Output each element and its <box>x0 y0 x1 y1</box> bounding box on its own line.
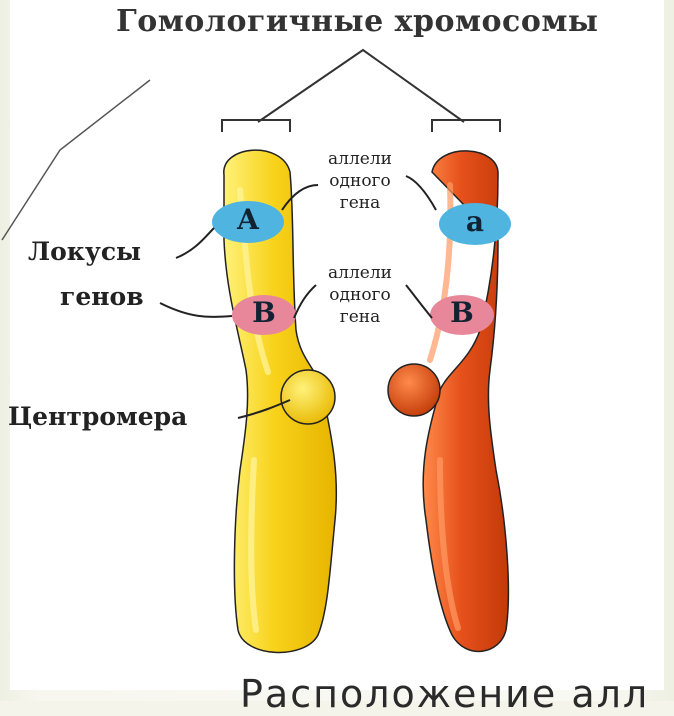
allele-label-bottom-line3: гена <box>305 306 415 328</box>
centromere-label: Центромера <box>8 402 187 431</box>
locus-letter-left-bottom: B <box>244 296 284 329</box>
allele-label-bottom-line2: одного <box>305 284 415 306</box>
loci-label-line1: Локусы <box>28 237 141 266</box>
loci-label-line2: генов <box>60 282 144 311</box>
chromosome-diagram <box>0 0 674 701</box>
locus-letter-left-top: A <box>228 203 268 236</box>
title-connector <box>222 50 500 132</box>
slide-caption: Расположение алл <box>240 672 649 716</box>
left-centromere <box>281 370 335 424</box>
allele-label-top-line1: аллели <box>305 148 415 170</box>
allele-label-top-line2: одного <box>305 170 415 192</box>
allele-label-bottom: аллели одного гена <box>305 262 415 328</box>
allele-label-top: аллели одного гена <box>305 148 415 214</box>
slide-decoration-line <box>2 80 150 240</box>
right-centromere <box>388 364 440 416</box>
locus-letter-right-top: a <box>455 205 495 238</box>
allele-label-top-line3: гена <box>305 192 415 214</box>
diagram-title: Гомологичные хромосомы <box>116 4 616 39</box>
locus-letter-right-bottom: B <box>442 296 482 329</box>
allele-label-bottom-line1: аллели <box>305 262 415 284</box>
